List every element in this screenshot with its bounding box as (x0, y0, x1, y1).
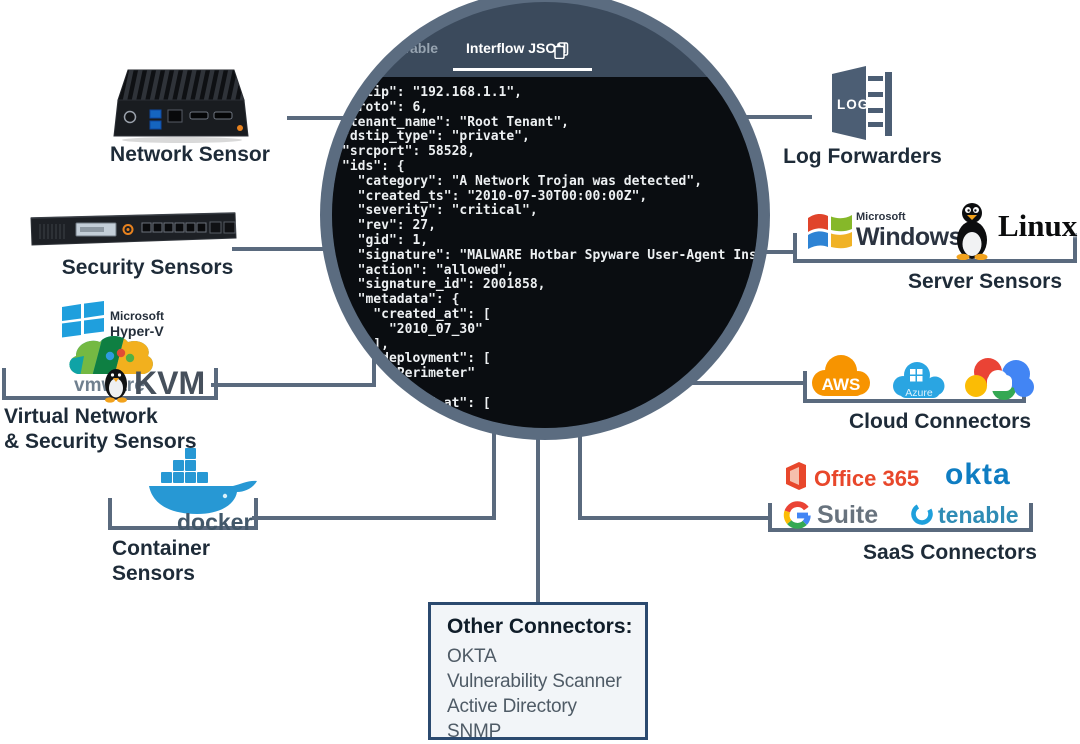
windows-logo: Microsoft Windows (856, 211, 963, 251)
virtual-sensors-label: Virtual Network & Security Sensors (4, 405, 197, 453)
log-forwarders-label: Log Forwarders (783, 145, 942, 168)
json-code-line: "proto": 6, (342, 99, 429, 115)
json-code-line: "signature": "MALWARE Hotbar Spyware Use… (342, 247, 758, 263)
network-sensor-image (113, 69, 249, 143)
okta-logo: okta (945, 458, 1011, 491)
azure-logo: Azure (893, 362, 945, 399)
json-code-line: "deployment": [ (342, 351, 491, 367)
tab-interflow-json[interactable]: Interflow JSON (466, 40, 567, 56)
json-code-line: "gid": 1, (342, 232, 429, 248)
linux-tux-icon (956, 203, 988, 260)
aws-logo: AWS (812, 355, 870, 396)
line-container-horizontal (252, 516, 496, 520)
line-security-sensors (232, 247, 330, 251)
other-connectors-box: Other Connectors: OKTA Vulnerability Sca… (428, 602, 648, 742)
tenable-icon (911, 503, 933, 525)
security-sensors-label: Security Sensors (61, 256, 234, 279)
line-virtual-horizontal (211, 383, 376, 387)
security-sensor-image (30, 212, 237, 246)
line-other-connectors (536, 430, 540, 602)
saas-connectors-label: SaaS Connectors (863, 541, 1037, 564)
google-cloud-logo (965, 358, 1034, 400)
json-code-line: "category": "A Network Trojan was detect… (342, 173, 703, 189)
json-code-line: "Perimeter" (342, 366, 476, 382)
json-code-line: "srcport": 58528, (342, 144, 476, 160)
docker-wordmark: docker (177, 509, 252, 533)
line-saas-vertical (578, 430, 582, 520)
other-connector-item: SNMP (447, 721, 502, 742)
line-network-sensor (287, 116, 349, 120)
json-code-line: "action": "allowed", (342, 262, 515, 278)
json-code-line: ], (342, 336, 389, 352)
json-code-panel (332, 77, 758, 428)
line-log-forwarders (733, 115, 812, 119)
tab-table[interactable]: Table (402, 40, 438, 56)
json-code-line: "rev": 27, (342, 218, 436, 234)
magnifier-content: Table Interflow JSON "dstip": "192.168.1… (332, 2, 758, 428)
json-code-line: "dstip": "192.168.1.1", (342, 85, 523, 100)
hyperv-icon (62, 301, 104, 338)
line-saas-horizontal (578, 516, 770, 520)
json-code-line: "metadata": { (342, 292, 460, 308)
log-forwarder-icon: LOG (832, 66, 892, 140)
office365-wordmark: Office 365 (814, 466, 920, 491)
json-code-line: "created_at": [ (342, 306, 491, 322)
cloud-connectors-label: Cloud Connectors (849, 410, 1031, 433)
json-code-line: "severity": "critical", (342, 203, 538, 219)
server-sensors-label: Server Sensors (907, 270, 1063, 293)
gsuite-wordmark: Suite (817, 501, 879, 529)
office365-icon (786, 462, 806, 490)
docker-logo: docker (149, 448, 257, 533)
json-code-line: "tenant_name": "Root Tenant", (342, 114, 569, 130)
json-code-line: "signature_id": 2001858, (342, 277, 546, 293)
bracket-server-sensors (793, 233, 1077, 263)
json-code: "dstip": "192.168.1.1", "proto": 6, "ten… (342, 85, 758, 412)
linux-wordmark: Linux (998, 208, 1078, 243)
bracket-container-sensors (108, 498, 258, 530)
json-code-line: "updated_at": [ (342, 395, 491, 411)
vmware-logo: vmware (69, 336, 153, 396)
aws-wordmark: AWS (822, 375, 861, 394)
network-sensor-label: Network Sensor (110, 143, 270, 166)
line-container-vertical (492, 424, 496, 520)
copy-icon[interactable] (554, 42, 569, 59)
json-code-line: "created_ts": "2010-07-30T00:00:00Z", (342, 188, 648, 204)
magnifier-circle: Table Interflow JSON "dstip": "192.168.1… (320, 0, 770, 440)
json-code-line: "2010_07_30" (342, 321, 483, 337)
other-connector-item: Vulnerability Scanner (447, 671, 622, 692)
azure-wordmark: Azure (905, 387, 933, 399)
other-connectors-title: Other Connectors: (447, 615, 633, 638)
active-tab-underline (453, 68, 592, 71)
bracket-saas-connectors (768, 503, 1033, 532)
json-code-line: "ids": { (342, 158, 405, 174)
log-icon-text: LOG (837, 97, 869, 112)
json-code-line: "dstip_type": "private", (342, 129, 530, 145)
line-server-sensors (738, 250, 796, 254)
kvm-wordmark: KVM (134, 365, 205, 401)
kvm-logo: KVM (105, 348, 205, 403)
container-sensors-label: Container Sensors (112, 537, 211, 585)
gsuite-g-icon (783, 501, 811, 529)
other-connector-item: Active Directory (447, 696, 577, 717)
tenable-wordmark: tenable (938, 502, 1019, 528)
hyperv-logo: Microsoft Hyper-V (110, 309, 164, 339)
json-code-line: ], (342, 380, 389, 396)
windows-flag-icon (808, 213, 852, 249)
other-connector-item: OKTA (447, 646, 497, 667)
